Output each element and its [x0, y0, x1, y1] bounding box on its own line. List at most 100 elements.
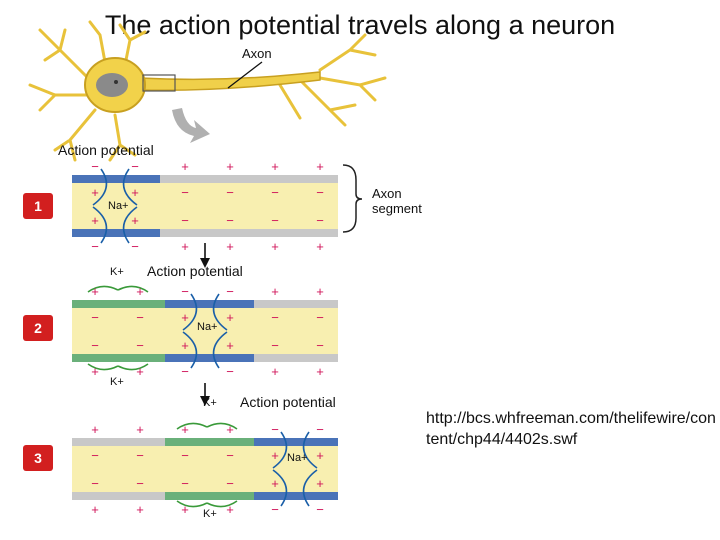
charge-sign: − — [316, 213, 324, 228]
membrane-bottom — [254, 492, 338, 500]
k-arrow — [176, 500, 208, 508]
charge-sign: + — [226, 338, 234, 353]
charge-sign: − — [271, 502, 279, 517]
charge-sign: + — [181, 502, 189, 517]
k-ion-label: K+ — [203, 508, 217, 520]
charge-sign: − — [226, 284, 234, 299]
k-ion-label: K+ — [110, 266, 124, 278]
charge-sign: + — [226, 310, 234, 325]
charge-sign: − — [91, 159, 99, 174]
membrane-top — [165, 300, 254, 308]
charge-sign: − — [91, 338, 99, 353]
na-arrow — [302, 469, 318, 507]
charge-sign: − — [181, 476, 189, 491]
step-number: 2 — [34, 320, 42, 336]
charge-sign: − — [316, 422, 324, 437]
charge-sign: + — [91, 185, 99, 200]
charge-sign: + — [271, 364, 279, 379]
charge-sign: − — [226, 185, 234, 200]
charge-sign: + — [271, 476, 279, 491]
membrane-top — [165, 438, 254, 446]
k-ion-label: K+ — [203, 397, 217, 409]
charge-sign: + — [226, 159, 234, 174]
charge-sign: − — [91, 310, 99, 325]
na-ion-label: Na+ — [287, 452, 308, 464]
source-url: http://bcs.whfreeman.com/thelifewire/con… — [426, 410, 716, 448]
na-arrow — [272, 431, 288, 469]
charge-sign: + — [136, 364, 144, 379]
action-potential-label-2: Action potential — [147, 263, 243, 279]
charge-sign: − — [181, 284, 189, 299]
na-arrow — [212, 293, 228, 331]
charge-sign: + — [181, 159, 189, 174]
charge-sign: + — [226, 239, 234, 254]
charge-sign: − — [91, 239, 99, 254]
k-arrow — [206, 500, 238, 508]
axon-panel-2: 2 — [23, 285, 338, 371]
charge-sign: + — [91, 213, 99, 228]
na-arrow — [122, 168, 138, 206]
charge-sign: − — [316, 502, 324, 517]
charge-sign: − — [316, 185, 324, 200]
charge-sign: − — [136, 338, 144, 353]
charge-sign: + — [316, 284, 324, 299]
membrane-bottom — [72, 492, 165, 500]
charge-sign: − — [226, 476, 234, 491]
charge-sign: + — [91, 284, 99, 299]
charge-sign: + — [271, 284, 279, 299]
charge-sign: + — [226, 502, 234, 517]
charge-sign: − — [181, 364, 189, 379]
slide-title: The action potential travels along a neu… — [104, 10, 616, 40]
na-arrow — [212, 331, 228, 369]
charge-sign: − — [271, 422, 279, 437]
axon-panels: 1−−−−++++++++++++−−−−−−−−2++++−−−−++++−−… — [23, 159, 338, 517]
axoplasm — [72, 308, 338, 354]
axon-panel-3: 3 — [23, 422, 338, 508]
membrane-bottom — [72, 229, 160, 237]
membrane-top — [160, 175, 338, 183]
membrane-bottom — [165, 492, 254, 500]
charge-sign: − — [131, 239, 139, 254]
neuron-illustration — [28, 20, 387, 162]
axoplasm — [72, 446, 338, 492]
k-arrow — [206, 422, 238, 430]
charge-sign: − — [181, 185, 189, 200]
na-ion-label: Na+ — [108, 200, 129, 212]
k-arrow — [87, 285, 119, 293]
k-ion-label: K+ — [110, 376, 124, 388]
na-arrow — [122, 206, 138, 244]
action-potential-label-3: Action potential — [240, 394, 336, 410]
membrane-top — [254, 438, 338, 446]
step-number: 3 — [34, 450, 42, 466]
charge-sign: + — [181, 310, 189, 325]
membrane-top — [254, 300, 338, 308]
charge-sign: + — [316, 159, 324, 174]
flow-arrow-1 — [200, 243, 210, 268]
k-arrow — [117, 363, 149, 371]
membrane-bottom — [254, 354, 338, 362]
na-arrow — [182, 331, 198, 369]
charge-sign: − — [271, 338, 279, 353]
charge-sign: + — [91, 422, 99, 437]
charge-sign: − — [226, 213, 234, 228]
step-badge — [23, 445, 53, 471]
charge-sign: − — [271, 310, 279, 325]
charge-sign: − — [136, 310, 144, 325]
charge-sign: − — [91, 476, 99, 491]
charge-sign: + — [271, 239, 279, 254]
step-badge — [23, 193, 53, 219]
charge-sign: + — [316, 364, 324, 379]
charge-sign: + — [136, 502, 144, 517]
charge-sign: − — [136, 476, 144, 491]
charge-sign: + — [271, 448, 279, 463]
charge-sign: − — [271, 213, 279, 228]
axon-segment-bracket — [342, 164, 363, 233]
charge-sign: + — [271, 159, 279, 174]
axon-panel-1: 1 — [23, 168, 338, 244]
charge-sign: + — [316, 476, 324, 491]
charge-sign: − — [136, 448, 144, 463]
charge-sign: − — [271, 185, 279, 200]
charge-sign: − — [316, 310, 324, 325]
charge-sign: − — [91, 448, 99, 463]
